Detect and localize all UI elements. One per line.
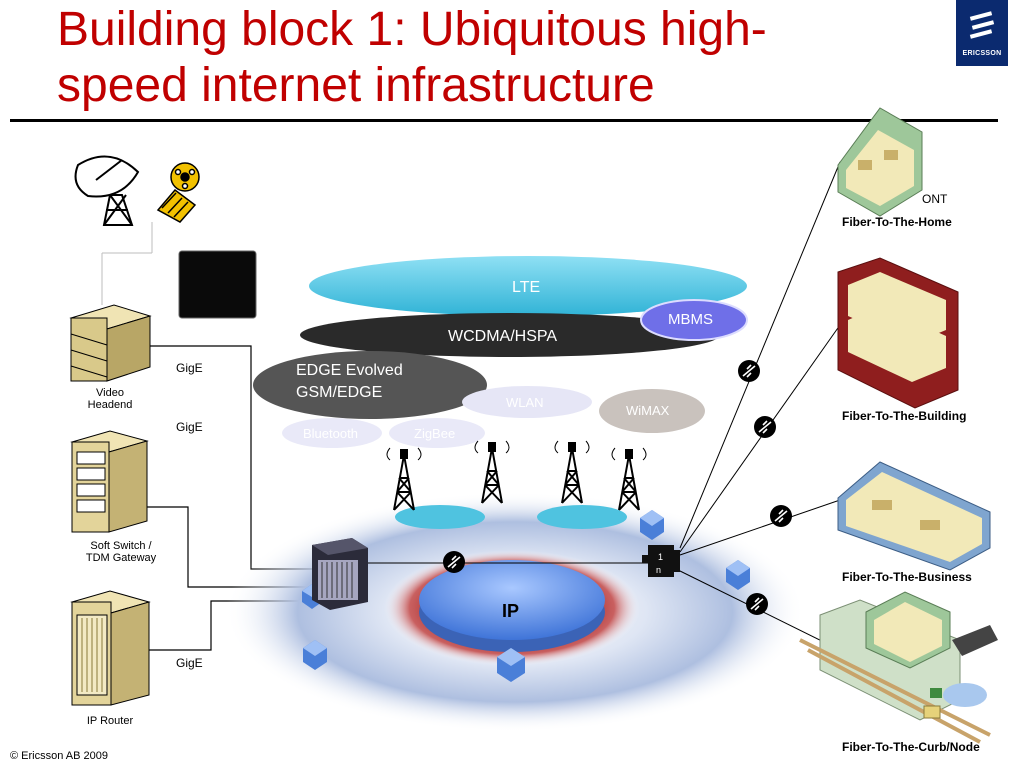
fiber-to-the-home-label: Fiber-To-The-Home [842, 215, 952, 229]
feed-lines [101, 222, 153, 305]
connector-icon [754, 416, 776, 438]
mbms-cloud [640, 299, 748, 341]
cube-icon [640, 510, 664, 540]
wimax-label: WiMAX [626, 403, 670, 418]
ip-core [419, 560, 605, 640]
gige-label: GigE [176, 656, 203, 670]
soft-switch-icon [70, 430, 149, 533]
soft-switch-label: Soft Switch / TDM Gateway [68, 540, 174, 564]
slide-title: Building block 1: Ubiquitous high- speed… [57, 2, 937, 114]
ip-router-label: IP Router [86, 715, 134, 727]
network-nodes [302, 510, 750, 682]
ont-label: ONT [922, 192, 948, 206]
business-building-icon [837, 461, 991, 571]
connector-icon [746, 593, 768, 615]
soft-switch-label-line-1: Soft Switch / [90, 540, 152, 552]
edge-cloud [253, 351, 487, 419]
title-divider [10, 119, 998, 122]
fiber-to-the-business-label: Fiber-To-The-Business [842, 570, 972, 584]
wcdma-label: WCDMA/HSPA [448, 328, 558, 345]
office-building-icon [837, 257, 959, 409]
title-line-2: speed internet infrastructure [57, 59, 655, 112]
home-building-icon [837, 107, 923, 217]
edge-router-icon [312, 538, 368, 610]
title-line-1: Building block 1: Ubiquitous high- [57, 3, 767, 56]
svg-text:1: 1 [658, 552, 663, 562]
zigbee-label: ZigBee [414, 426, 456, 441]
bluetooth-label: Bluetooth [303, 426, 358, 441]
ericsson-logo: ERICSSON [956, 0, 1008, 66]
video-headend-label-line-1: Video [96, 387, 124, 399]
connector-icon [770, 505, 792, 527]
fiber-to-the-building-label: Fiber-To-The-Building [842, 409, 967, 423]
core-links [368, 161, 841, 651]
edge-label-line-2: GSM/EDGE [296, 384, 383, 401]
copyright: © Ericsson AB 2009 [10, 750, 108, 762]
cube-icon [497, 648, 525, 682]
zigbee-cloud [389, 418, 485, 448]
cube-icon [726, 560, 750, 590]
fiber-connectors [443, 360, 792, 615]
aggregation-switch-icon: 1 n [642, 545, 680, 577]
connector-icon [443, 551, 465, 573]
edge-label-line-1: EDGE Evolved [296, 362, 403, 379]
svg-text:n: n [656, 565, 661, 575]
ericsson-mark-icon [969, 11, 995, 39]
tower-icon [474, 440, 510, 504]
satellite-dish-icon [74, 155, 140, 226]
video-headend-label: Video Headend [70, 387, 150, 411]
wlan-cloud [462, 386, 592, 418]
wcdma-cloud [300, 313, 720, 357]
curb-neighborhood-icon [799, 591, 998, 744]
video-headend-label-line-2: Headend [87, 399, 133, 411]
cube-icon [303, 640, 327, 670]
connector-icon [738, 360, 760, 382]
lte-label: LTE [512, 279, 541, 296]
video-thumbnail [178, 250, 257, 319]
tower-icon [554, 440, 590, 504]
gige-label: GigE [176, 420, 203, 434]
wimax-cloud [599, 389, 705, 433]
video-headend-icon [69, 304, 152, 382]
tower-icon [611, 447, 647, 511]
logo-text: ERICSSON [962, 50, 1002, 57]
tower-icon [386, 447, 422, 511]
fiber-to-the-curb-label: Fiber-To-The-Curb/Node [842, 740, 980, 754]
ip-core-label: IP [502, 601, 520, 621]
soft-switch-label-line-2: TDM Gateway [85, 552, 157, 564]
radio-towers [386, 440, 647, 511]
film-reel-icon [156, 162, 200, 223]
cell-coverage [537, 505, 627, 529]
lte-cloud [309, 256, 747, 316]
bluetooth-cloud [282, 418, 382, 448]
gige-label: GigE [176, 361, 203, 375]
ip-router-icon [70, 590, 151, 706]
mbms-label: MBMS [668, 311, 713, 328]
cell-coverage [395, 505, 485, 529]
wlan-label: WLAN [506, 395, 544, 410]
